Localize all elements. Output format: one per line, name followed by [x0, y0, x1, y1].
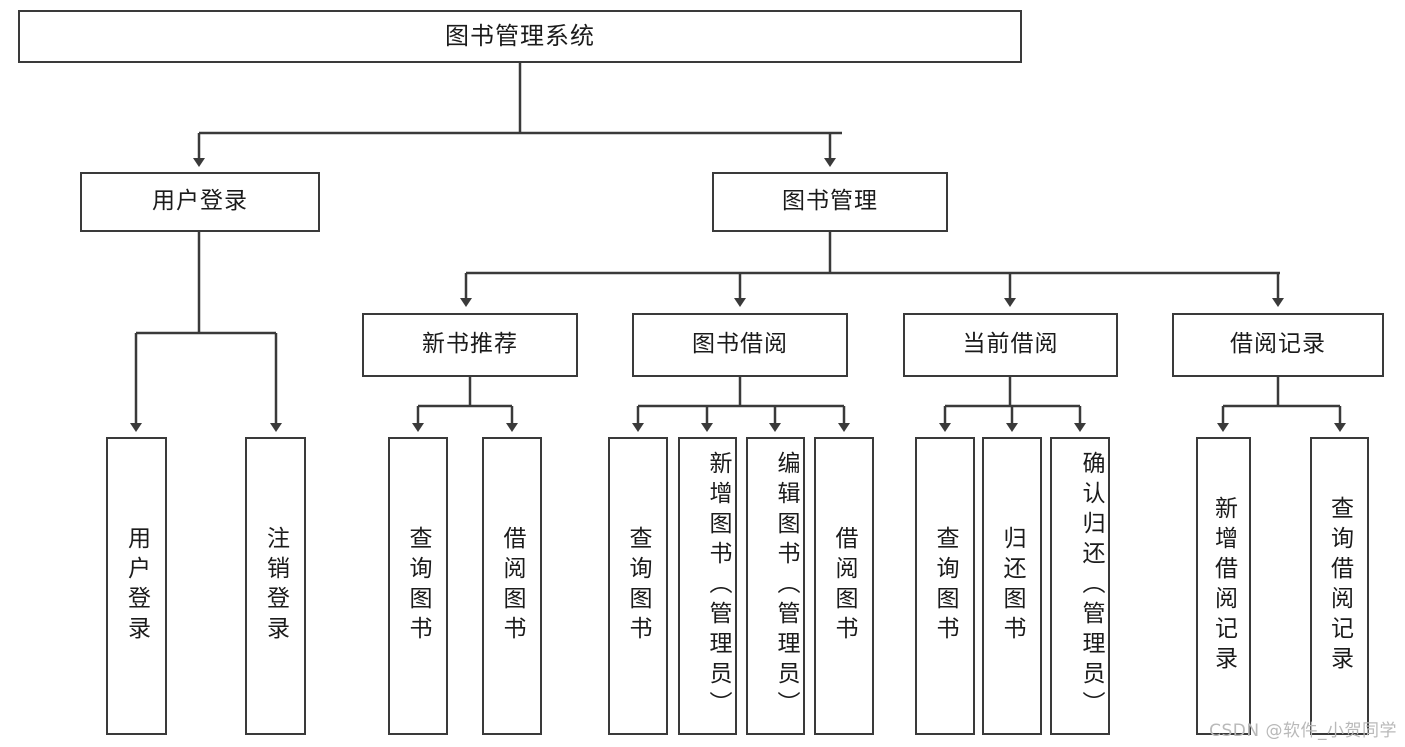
node-book-management-system[interactable]: 图书管理系统 — [18, 10, 1022, 63]
leaf-borrow-book-borrow[interactable]: 借阅图书 — [814, 437, 874, 735]
node-label: 用户登录 — [123, 526, 150, 646]
leaf-query-book-new-recommend[interactable]: 查询图书 — [388, 437, 448, 735]
watermark: CSDN @软件_小贺同学 — [1209, 721, 1397, 741]
node-label: 图书管理 — [782, 188, 878, 215]
node-label: 当前借阅 — [962, 331, 1059, 358]
node-label: 确认归还（管理员） — [1078, 451, 1104, 721]
node-user-login[interactable]: 用户登录 — [80, 172, 320, 232]
leaf-query-book-current[interactable]: 查询图书 — [915, 437, 975, 735]
leaf-add-borrow-record[interactable]: 新增借阅记录 — [1196, 437, 1251, 735]
node-label: 新书推荐 — [422, 331, 518, 358]
leaf-query-borrow-record[interactable]: 查询借阅记录 — [1310, 437, 1369, 735]
node-label: 注销登录 — [262, 526, 289, 646]
node-borrow-record[interactable]: 借阅记录 — [1172, 313, 1384, 377]
leaf-user-login[interactable]: 用户登录 — [106, 437, 167, 735]
node-label: 借阅记录 — [1230, 331, 1326, 358]
node-label: 新增图书（管理员） — [705, 451, 731, 721]
leaf-return-book[interactable]: 归还图书 — [982, 437, 1042, 735]
node-label: 图书管理系统 — [445, 22, 595, 51]
node-book-borrow[interactable]: 图书借阅 — [632, 313, 848, 377]
node-label: 查询借阅记录 — [1326, 496, 1353, 676]
node-label: 用户登录 — [152, 188, 248, 215]
node-label: 查询图书 — [625, 526, 651, 646]
leaf-edit-book-admin[interactable]: 编辑图书（管理员） — [746, 437, 805, 735]
leaf-add-book-admin[interactable]: 新增图书（管理员） — [678, 437, 737, 735]
node-current-borrow[interactable]: 当前借阅 — [903, 313, 1118, 377]
node-label: 借阅图书 — [831, 526, 857, 646]
node-label: 编辑图书（管理员） — [773, 451, 799, 721]
leaf-query-book-borrow[interactable]: 查询图书 — [608, 437, 668, 735]
node-label: 归还图书 — [999, 526, 1025, 646]
node-label: 查询图书 — [405, 526, 431, 646]
leaf-logout-login[interactable]: 注销登录 — [245, 437, 306, 735]
node-label: 图书借阅 — [692, 331, 788, 358]
node-book-management[interactable]: 图书管理 — [712, 172, 948, 232]
node-label: 查询图书 — [932, 526, 958, 646]
node-new-book-recommend[interactable]: 新书推荐 — [362, 313, 578, 377]
node-label: 新增借阅记录 — [1210, 496, 1237, 676]
node-label: 借阅图书 — [499, 526, 525, 646]
leaf-borrow-book-new-recommend[interactable]: 借阅图书 — [482, 437, 542, 735]
leaf-confirm-return-admin[interactable]: 确认归还（管理员） — [1050, 437, 1110, 735]
